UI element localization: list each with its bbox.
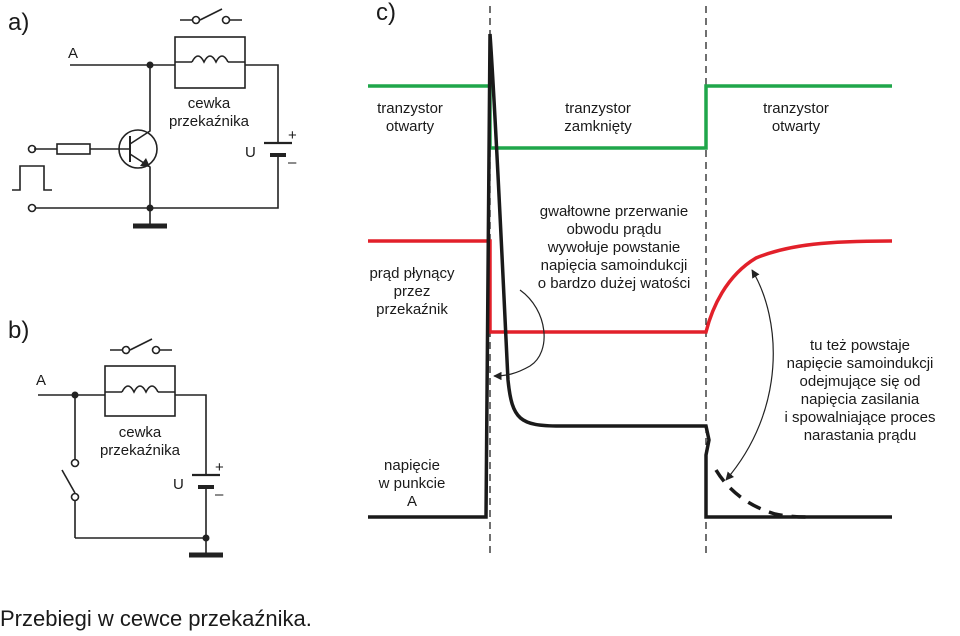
label-transistor-off-1: tranzystor [565, 100, 631, 117]
panel-a-coil-winding [191, 55, 229, 64]
panel-b-tag: b) [8, 317, 29, 344]
svg-text:tu też powstaje: tu też powstaje [810, 337, 910, 354]
panel-b-supply-label: U [173, 476, 184, 493]
panel-a-coil-label-2: przekaźnika [169, 113, 250, 130]
panel-a-battery [264, 138, 292, 168]
panel-a-transistor [118, 65, 158, 208]
panel-a-ground-terminal [27, 203, 37, 213]
panel-a-node-label: A [68, 45, 78, 62]
panel-a-coil-label-1: cewka [188, 95, 231, 112]
voltage-recovery-dashed [714, 469, 807, 519]
panel-a-resistor [56, 143, 91, 155]
svg-text:i spowalniające proces: i spowalniające proces [785, 409, 936, 426]
label-transistor-on-right-1: tranzystor [763, 100, 829, 117]
svg-text:o bardzo dużej watości: o bardzo dużej watości [538, 275, 691, 292]
label-current-1: prąd płynący [369, 265, 455, 282]
svg-text:napięcia zasilania: napięcia zasilania [801, 391, 920, 408]
annotation-interrupt-arrow [493, 289, 545, 381]
svg-text:gwałtowne przerwanie: gwałtowne przerwanie [540, 203, 688, 220]
panel-a-pulse-icon [12, 165, 52, 191]
svg-text:napięcie samoindukcji: napięcie samoindukcji [787, 355, 934, 372]
panel-b-circuit: b) A cewka przekaźnika U + – [8, 317, 224, 558]
label-voltage-3: A [407, 493, 417, 510]
figure-caption: Przebiegi w cewce przekaźnika. [0, 606, 312, 631]
label-current-2: przez [394, 283, 431, 300]
panel-b-minus: – [215, 486, 224, 503]
transistor-state-waveform [368, 84, 892, 150]
svg-text:wywołuje powstanie: wywołuje powstanie [547, 239, 681, 256]
voltage-point-a-waveform [368, 33, 892, 519]
relay-current-waveform [368, 239, 893, 334]
panel-b-coil-label-1: cewka [119, 424, 162, 441]
panel-a-tag: a) [8, 9, 29, 36]
panel-b-battery [192, 470, 220, 500]
panel-a-plus: + [288, 127, 297, 144]
panel-b-plus: + [215, 459, 224, 476]
panel-b-coil-label-2: przekaźnika [100, 442, 181, 459]
label-transistor-on-left-2: otwarty [386, 118, 435, 135]
panel-a-wire-right [150, 64, 279, 209]
annotation-interrupt: gwałtowne przerwanie obwodu prądu wywołu… [538, 203, 691, 292]
svg-text:narastania prądu: narastania prądu [804, 427, 917, 444]
panel-b-coil-box [104, 365, 176, 417]
panel-a-input-terminal [27, 144, 37, 154]
panel-c-waveforms: c) tranzystor otwarty tranzystor zamknię… [368, 0, 935, 555]
annotation-rise-arrow [725, 269, 774, 481]
panel-b-switch [61, 395, 80, 538]
label-current-3: przekaźnik [376, 301, 448, 318]
label-voltage-2: w punkcie [378, 475, 446, 492]
svg-text:obwodu prądu: obwodu prądu [566, 221, 661, 238]
panel-a-relay-contact [180, 8, 242, 25]
label-voltage-1: napięcie [384, 457, 440, 474]
panel-a-supply-label: U [245, 144, 256, 161]
panel-a-minus: – [288, 154, 297, 171]
label-transistor-off-2: zamknięty [564, 118, 632, 135]
panel-a-circuit: a) A cewka przekaźnika U + – [8, 8, 297, 229]
annotation-rise: tu też powstaje napięcie samoindukcji od… [785, 337, 936, 444]
panel-b-coil-winding [121, 385, 159, 394]
panel-c-tag: c) [376, 0, 396, 26]
panel-b-relay-contact [110, 338, 172, 355]
svg-text:odejmujące się od: odejmujące się od [800, 373, 921, 390]
label-transistor-on-left-1: tranzystor [377, 100, 443, 117]
panel-b-node-label: A [36, 372, 46, 389]
label-transistor-on-right-2: otwarty [772, 118, 821, 135]
svg-text:napięcia samoindukcji: napięcia samoindukcji [541, 257, 688, 274]
